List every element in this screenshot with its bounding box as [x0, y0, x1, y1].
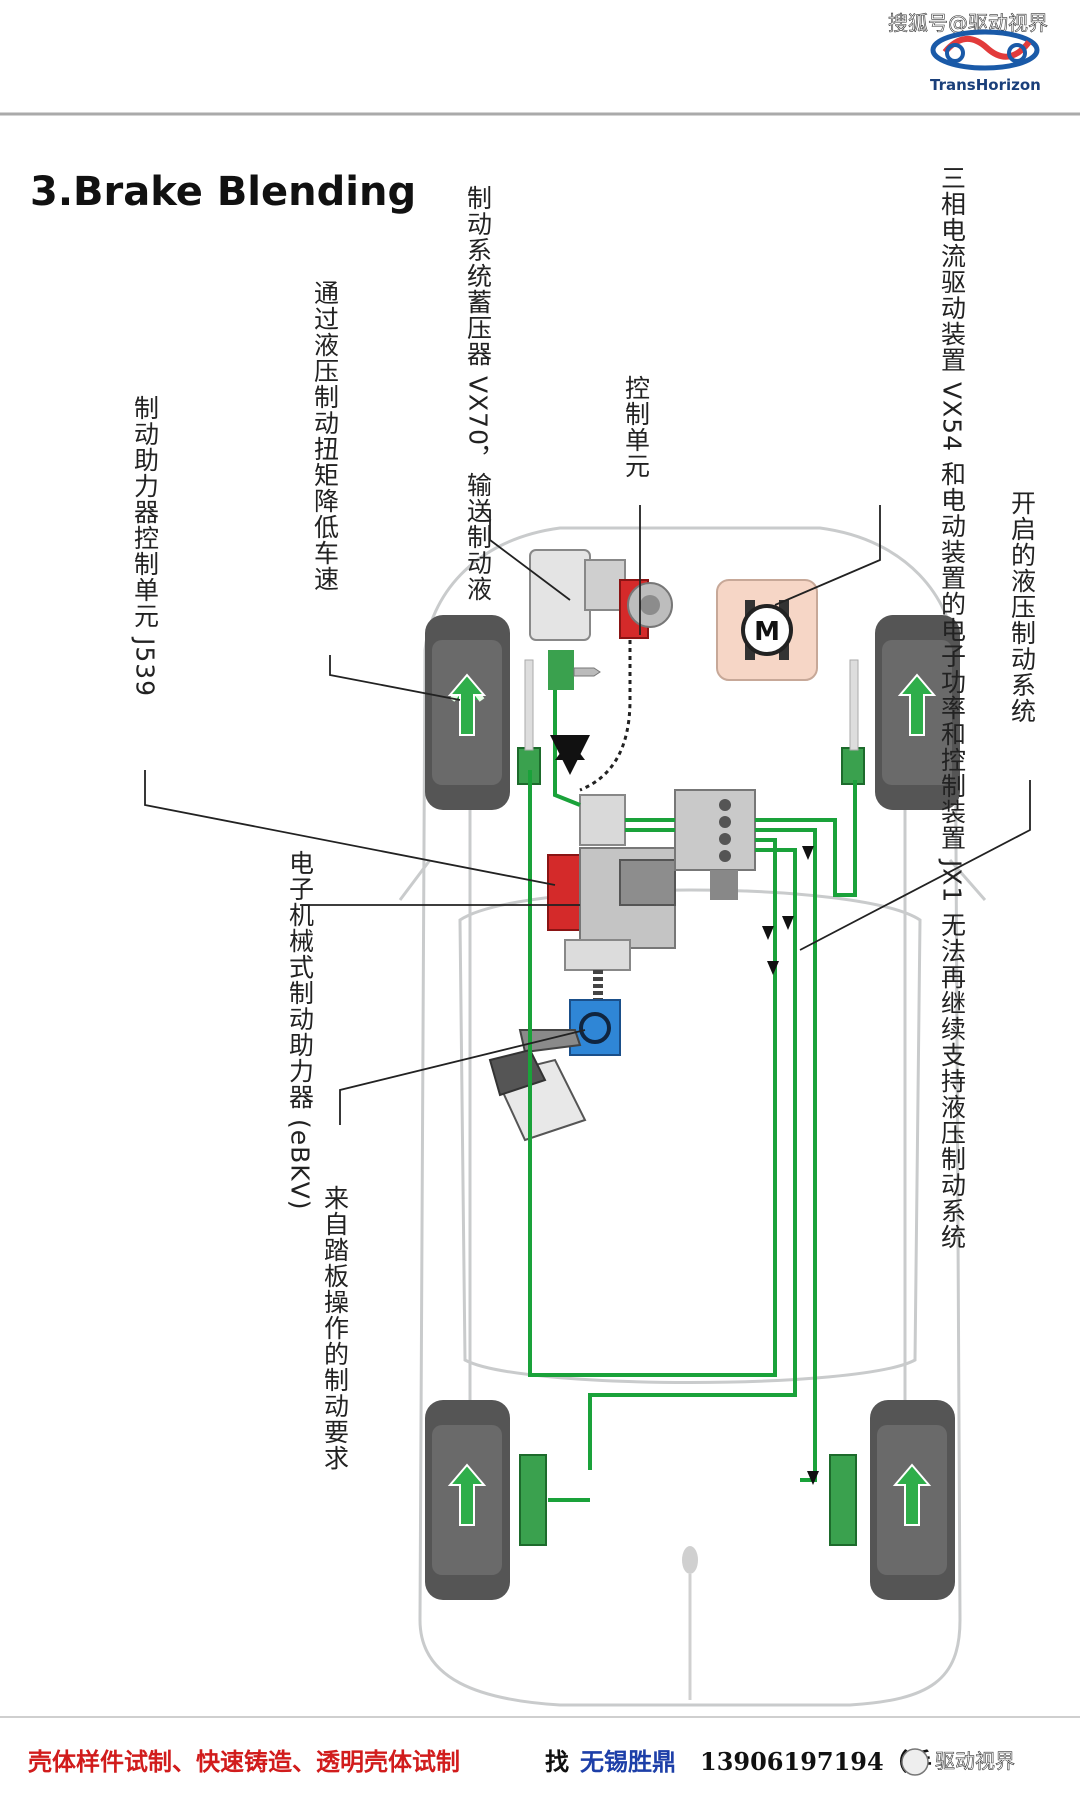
footer-find: 找 [545, 1747, 569, 1776]
leader-lines [144, 505, 1031, 1125]
label-booster-control-unit: 制动助力器控制单元 J539 [131, 395, 160, 697]
control-unit-red [619, 579, 673, 639]
diagram-title: 3.Brake Blending [30, 169, 416, 215]
footer-company: 无锡胜鼎 [580, 1747, 676, 1776]
label-accumulator: 制动系统蓄压器 VX70，输送制动液 [464, 185, 493, 602]
hydraulic-lines [528, 640, 857, 1502]
wheel-rear-left [425, 1400, 510, 1600]
logo-text: TransHorizon [930, 76, 1041, 94]
label-electric-drive: 三相电流驱动装置 VX54 和电动装置的电子功率和控制装置 JX1 无法再继续支… [938, 165, 967, 1250]
header-watermark: 搜狐号@驱动视界 [888, 11, 1048, 35]
electric-drive-vx54: M [716, 579, 818, 681]
header: 搜狐号@驱动视界 TransHorizon [0, 11, 1080, 116]
footer-banner: 壳体样件试制、快速铸造、透明壳体试制 找 无锡胜鼎 13906197194（手 … [0, 1716, 1080, 1776]
callout-labels: 制动系统蓄压器 VX70，输送制动液 控制单元 三相电流驱动装置 VX54 和电… [131, 165, 1037, 1471]
footer-watermark: 驱动视界 [935, 1749, 1015, 1773]
wechat-icon [901, 1748, 929, 1776]
wheel-front-left [425, 615, 510, 810]
wheel-front-right [875, 615, 960, 810]
wheel-rear-right [870, 1400, 955, 1600]
label-open-hydraulic: 开启的液压制动系统 [1008, 490, 1037, 724]
transhorizon-logo: TransHorizon [930, 29, 1041, 94]
label-pedal-request: 来自踏板操作的制动要求 [321, 1185, 350, 1471]
brake-calipers [517, 659, 865, 1546]
footer-service: 壳体样件试制、快速铸造、透明壳体试制 [27, 1747, 460, 1776]
valve-block [674, 789, 756, 900]
ebkv-booster [547, 794, 676, 1010]
pedal-unit [488, 999, 621, 1142]
label-ebkv: 电子机械式制动助力器 (eBKV) [286, 850, 315, 1210]
footer-phone: 13906197194（手 [700, 1747, 932, 1776]
accumulator-vx70 [529, 549, 626, 690]
label-hydraulic-torque: 通过液压制动扭矩降低车速 [311, 280, 340, 592]
label-control-unit: 控制单元 [622, 375, 651, 479]
motor-symbol: M [754, 617, 780, 647]
